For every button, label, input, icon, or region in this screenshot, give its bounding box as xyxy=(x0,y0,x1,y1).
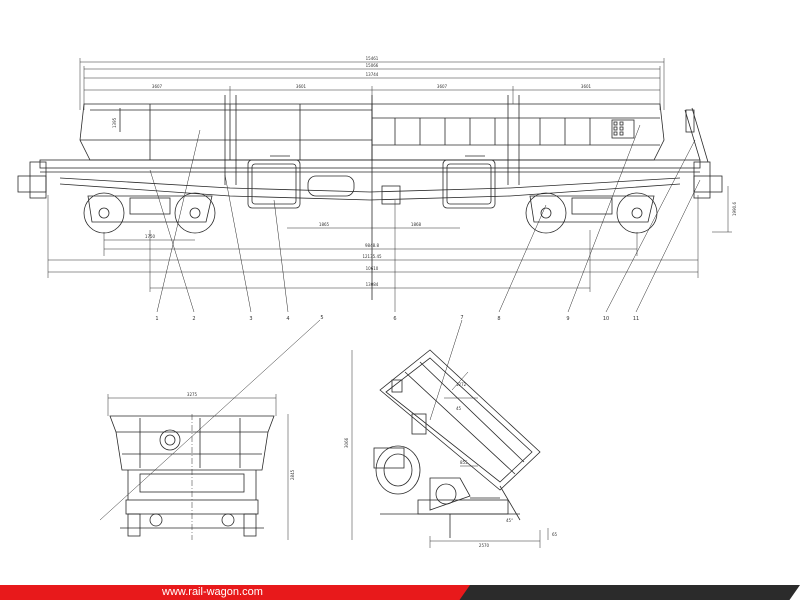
dim-wheelbase-1: 9848.8 xyxy=(365,243,379,248)
dim-body-height: 1395 xyxy=(112,117,117,128)
dim-tank-right: 1868 xyxy=(411,222,422,227)
callout-1: 1 xyxy=(155,316,158,322)
top-dimensions xyxy=(79,58,665,110)
dim-seg-4: 3601 xyxy=(581,84,592,89)
callout-4: 4 xyxy=(286,316,289,322)
callout-7: 7 xyxy=(460,315,463,321)
hopper-body-left: 1395 xyxy=(79,95,373,185)
dim-seg-1: 3607 xyxy=(152,84,163,89)
dim-tilt-2: 45 xyxy=(456,406,462,411)
air-tanks xyxy=(247,155,496,209)
footer-url[interactable]: www.rail-wagon.com xyxy=(162,586,263,598)
dim-tank-left: 1865 xyxy=(319,222,330,227)
footer-red-band xyxy=(0,585,480,600)
lower-dimensions xyxy=(47,186,732,292)
dim-truck-centers: 10610 xyxy=(366,266,379,271)
dim-overall-1: 15461 xyxy=(366,56,379,61)
dim-height-right: 1990.6 xyxy=(732,202,737,216)
dim-overall-2: 15066 xyxy=(366,63,379,68)
dim-tilt-height: 3066 xyxy=(344,437,349,448)
right-bogie xyxy=(525,192,658,234)
underframe xyxy=(39,159,701,201)
callout-leaders xyxy=(99,124,701,521)
dim-end-height: 2845 xyxy=(290,469,295,480)
callout-11: 11 xyxy=(633,316,639,322)
end-view: 3275 2845 xyxy=(107,392,295,540)
dim-tilt-foot: 65 xyxy=(552,532,558,537)
dim-overall-3: 13744 xyxy=(366,72,379,77)
dim-wheelbase-2: 12135.45 xyxy=(362,254,382,259)
dim-tilt-small: 855 xyxy=(460,460,468,465)
callout-5: 5 xyxy=(320,315,323,321)
dim-seg-3: 3607 xyxy=(437,84,448,89)
dim-seg-2: 3601 xyxy=(296,84,307,89)
dim-tilt-1: 1272 xyxy=(456,382,467,387)
footer-bar: www.rail-wagon.com xyxy=(0,585,800,600)
tipping-view: 3066 1272 45 855 45° 2570 65 xyxy=(344,349,558,548)
callout-8: 8 xyxy=(497,316,500,322)
dim-tilt-base: 2570 xyxy=(479,543,490,548)
side-view: 15461 15066 13744 3607 3601 3607 3601 13… xyxy=(17,56,737,521)
technical-drawing: 15461 15066 13744 3607 3601 3607 3601 13… xyxy=(17,56,737,548)
dim-bogie-sub: 1750 xyxy=(145,234,156,239)
dim-end-width: 3275 xyxy=(187,392,198,397)
footer-dark-band xyxy=(459,585,800,600)
callout-3: 3 xyxy=(249,316,252,322)
callout-6: 6 xyxy=(393,316,396,322)
left-bogie xyxy=(83,192,216,234)
hopper-body-right xyxy=(371,95,665,300)
couplers xyxy=(17,107,723,199)
callout-10: 10 xyxy=(603,316,609,322)
dim-length-lower: 13084 xyxy=(366,282,379,287)
callout-9: 9 xyxy=(566,316,569,322)
callout-2: 2 xyxy=(192,316,195,322)
dim-tilt-angle: 45° xyxy=(506,518,513,523)
